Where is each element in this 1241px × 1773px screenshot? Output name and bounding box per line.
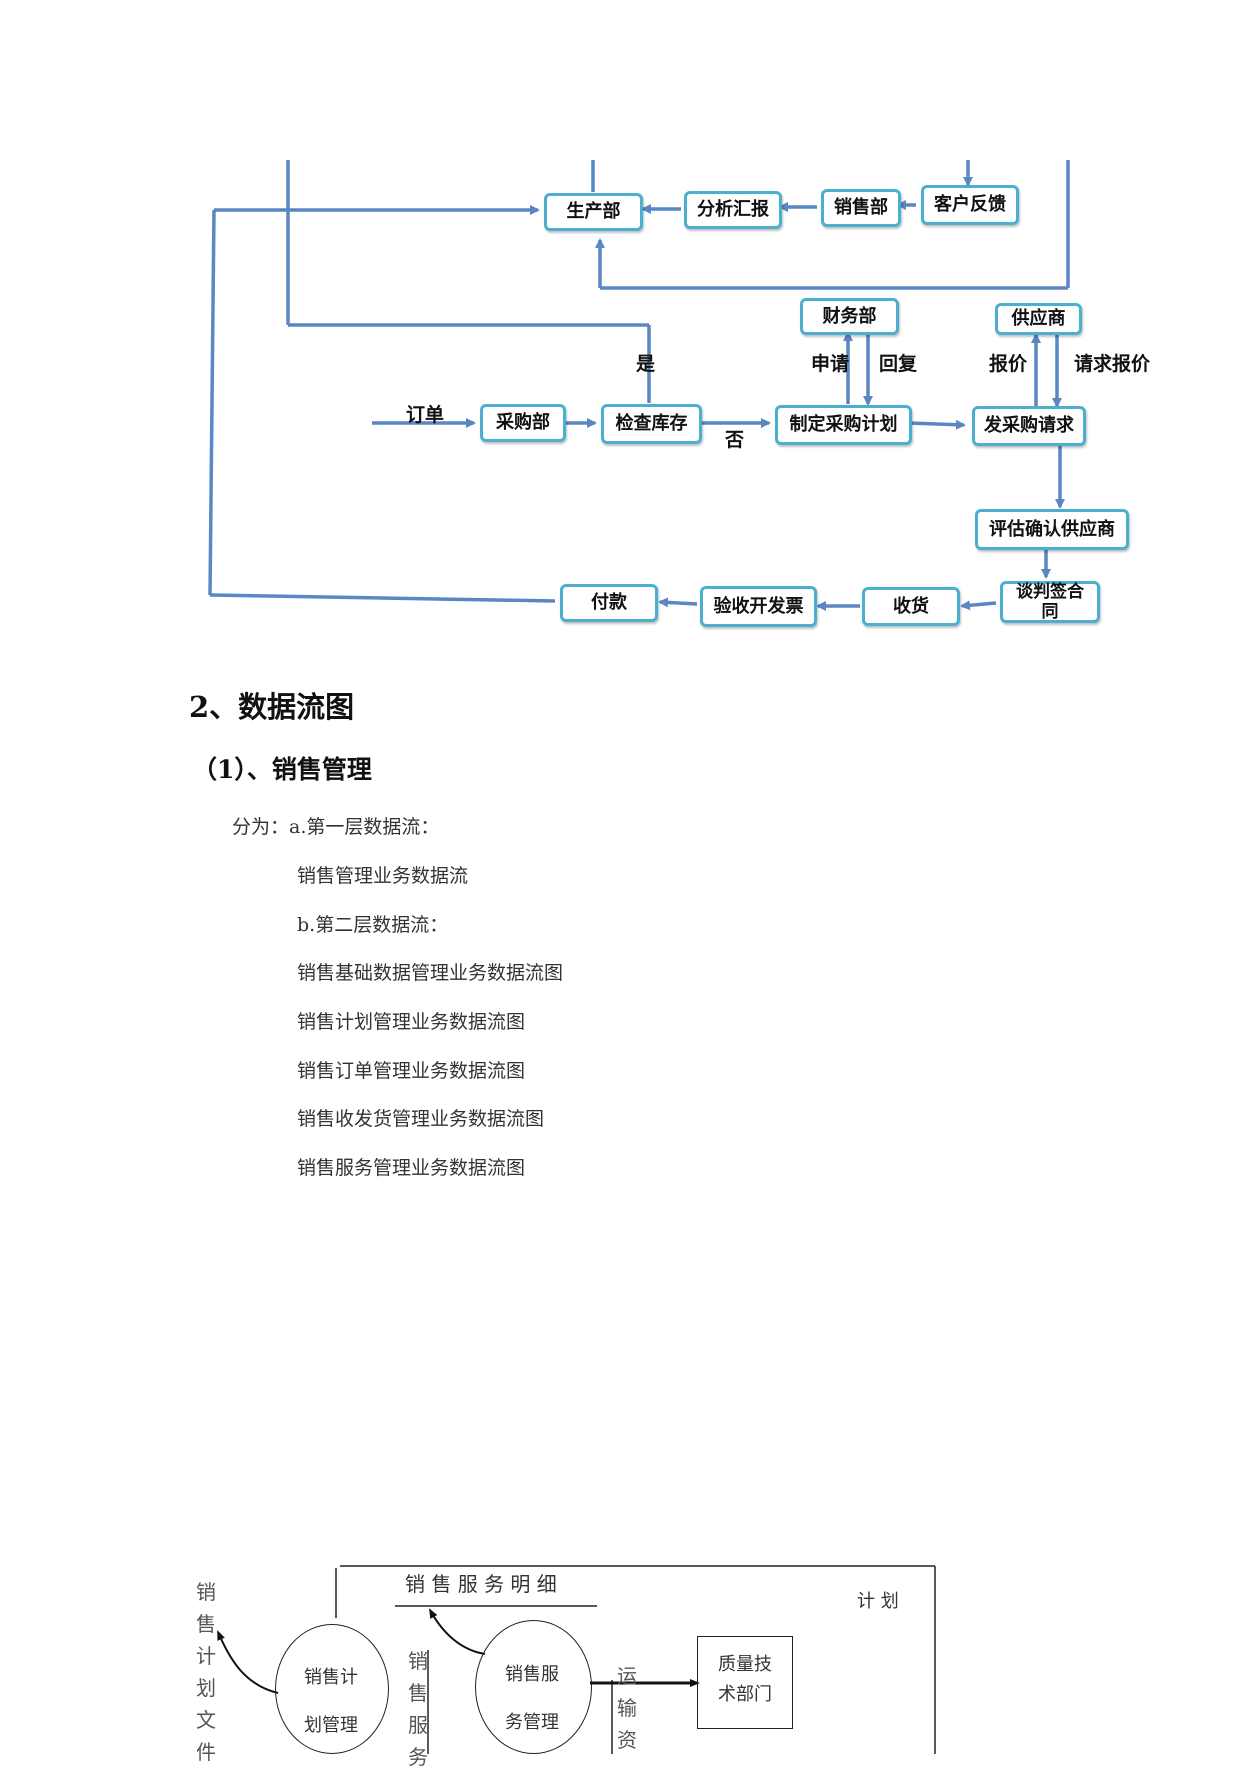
node-purchasing: 采购部 xyxy=(480,404,566,442)
dfd-plan-label: 计 划 xyxy=(857,1591,899,1612)
text-line: 销售基础数据管理业务数据流图 xyxy=(297,962,564,984)
label-quote: 报价 xyxy=(989,353,1028,375)
node-send-request: 发采购请求 xyxy=(972,406,1086,446)
text-line: 销售管理业务数据流 xyxy=(297,865,469,887)
node-evaluate-supplier: 评估确认供应商 xyxy=(975,509,1129,550)
subsection-title: （1）、销售管理 xyxy=(192,755,372,784)
node-customer-feedback: 客户反馈 xyxy=(921,185,1019,225)
label-order: 订单 xyxy=(406,404,445,426)
label-no: 否 xyxy=(725,429,745,451)
dfd-transport-vertical: 运输资 xyxy=(617,1664,637,1752)
label-request-quote: 请求报价 xyxy=(1074,353,1151,375)
node-negotiate-contract: 谈判签合同 xyxy=(1000,581,1100,623)
entity-quality-dept xyxy=(697,1636,793,1729)
text-line: 销售计划管理业务数据流图 xyxy=(297,1011,526,1033)
flowchart-connectors xyxy=(208,160,1070,611)
dfd-plan-file-vertical: 销售计划文件 xyxy=(196,1580,216,1764)
entity-quality-dept-line1: 质量技 xyxy=(718,1654,772,1675)
dfd-lines xyxy=(217,1565,936,1754)
label-apply: 申请 xyxy=(811,353,850,375)
entity-quality-dept-line2: 术部门 xyxy=(718,1684,772,1705)
label-reply: 回复 xyxy=(879,353,918,375)
node-analysis: 分析汇报 xyxy=(684,191,782,229)
text-line: 分为：a.第一层数据流： xyxy=(232,816,440,838)
node-receive: 收货 xyxy=(862,587,960,626)
node-check-stock: 检查库存 xyxy=(601,404,702,444)
dfd-service-detail-label: 销 售 服 务 明 细 xyxy=(405,1572,557,1596)
node-sales-dept: 销售部 xyxy=(821,189,901,227)
node-production: 生产部 xyxy=(544,193,643,231)
process-sales-plan-line2: 划管理 xyxy=(304,1715,358,1736)
node-make-plan: 制定采购计划 xyxy=(775,405,912,445)
process-sales-service-line1: 销售服 xyxy=(505,1664,559,1685)
section-title: 2、数据流图 xyxy=(189,690,355,724)
text-line: b.第二层数据流： xyxy=(297,914,449,936)
process-sales-plan-line1: 销售计 xyxy=(304,1667,358,1688)
node-supplier: 供应商 xyxy=(995,303,1082,335)
node-finance: 财务部 xyxy=(800,298,899,335)
text-line: 销售收发货管理业务数据流图 xyxy=(297,1108,545,1130)
node-pay: 付款 xyxy=(560,584,658,622)
process-sales-service-line2: 务管理 xyxy=(505,1712,559,1733)
text-line: 销售服务管理业务数据流图 xyxy=(297,1157,526,1179)
label-yes: 是 xyxy=(636,353,656,375)
text-line: 销售订单管理业务数据流图 xyxy=(297,1060,526,1082)
node-inspect-invoice: 验收开发票 xyxy=(700,586,817,627)
